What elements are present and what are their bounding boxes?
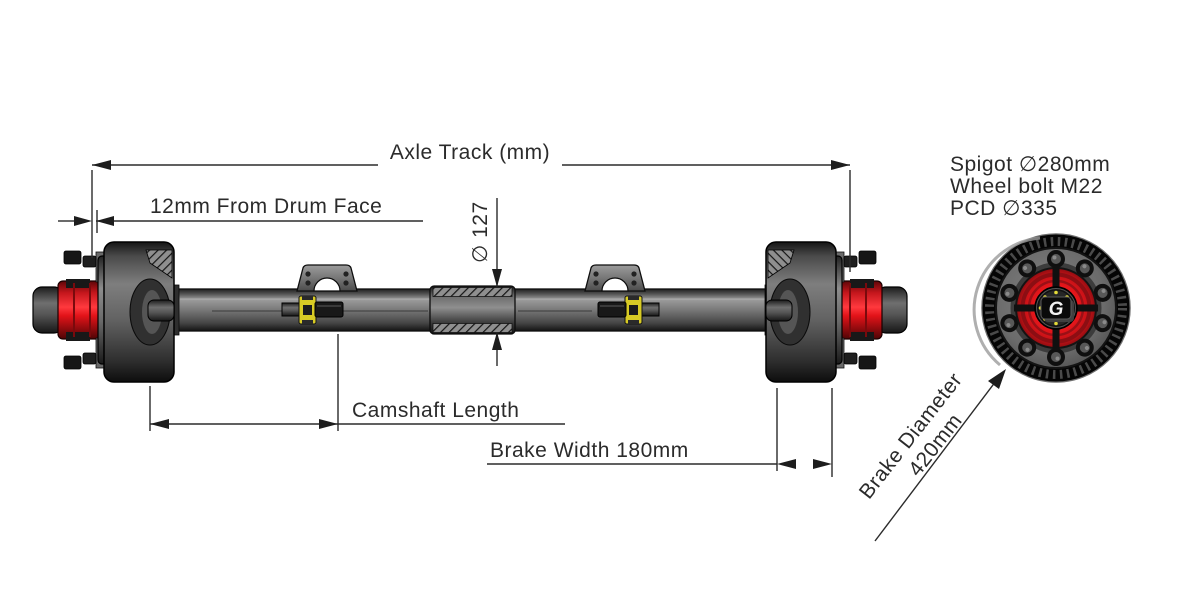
- brake-width-dimension: Brake Width 180mm: [487, 388, 833, 477]
- drum-section-hatch: [145, 249, 173, 279]
- left-brake-drum: [32, 241, 175, 383]
- tube-diameter-dimension: ∅ 127: [469, 198, 502, 366]
- brake-diameter-leader: Brake Diameter 420mm: [855, 369, 1006, 542]
- hub-front-view: G: [972, 233, 1131, 383]
- camshaft-length-label: Camshaft Length: [352, 399, 519, 422]
- axle-track-label: Axle Track (mm): [390, 141, 550, 164]
- spindle-end: [147, 299, 175, 322]
- camshaft-fitting-left: [281, 295, 344, 325]
- logo-plate: [1040, 296, 1072, 320]
- hub-logo: G: [1049, 299, 1064, 320]
- wheel-bolt-holes: [998, 250, 1114, 366]
- drum-knurl-texture: [985, 237, 1127, 379]
- spec-wheel-bolt: Wheel bolt M22: [950, 175, 1103, 198]
- hub-spec-text: Spigot ∅280mm Wheel bolt M22 PCD ∅335: [950, 153, 1110, 220]
- camshaft-length-dimension: Camshaft Length: [149, 334, 565, 431]
- tube-diameter-label: ∅ 127: [469, 201, 492, 263]
- sleeve-hatch-top: [432, 287, 513, 297]
- drum-face-offset-dimension: 12mm From Drum Face: [58, 195, 423, 233]
- axle-track-dimension: Axle Track (mm): [91, 141, 851, 272]
- rim-highlight: [972, 236, 1041, 367]
- hub-center: G: [1034, 286, 1078, 330]
- right-brake-drum: [765, 241, 908, 383]
- sleeve-hatch-bottom: [432, 323, 513, 333]
- brake-width-label: Brake Width 180mm: [490, 439, 689, 462]
- spring-seat-bracket-left: [296, 264, 358, 292]
- center-sleeve: [429, 285, 516, 335]
- cam-spline: [314, 301, 344, 318]
- spec-spigot: Spigot ∅280mm: [950, 153, 1110, 176]
- drum-face-offset-label: 12mm From Drum Face: [150, 195, 382, 218]
- red-hub: [57, 280, 103, 340]
- spec-pcd: PCD ∅335: [950, 197, 1058, 220]
- spring-seat-bracket-right: [584, 264, 646, 292]
